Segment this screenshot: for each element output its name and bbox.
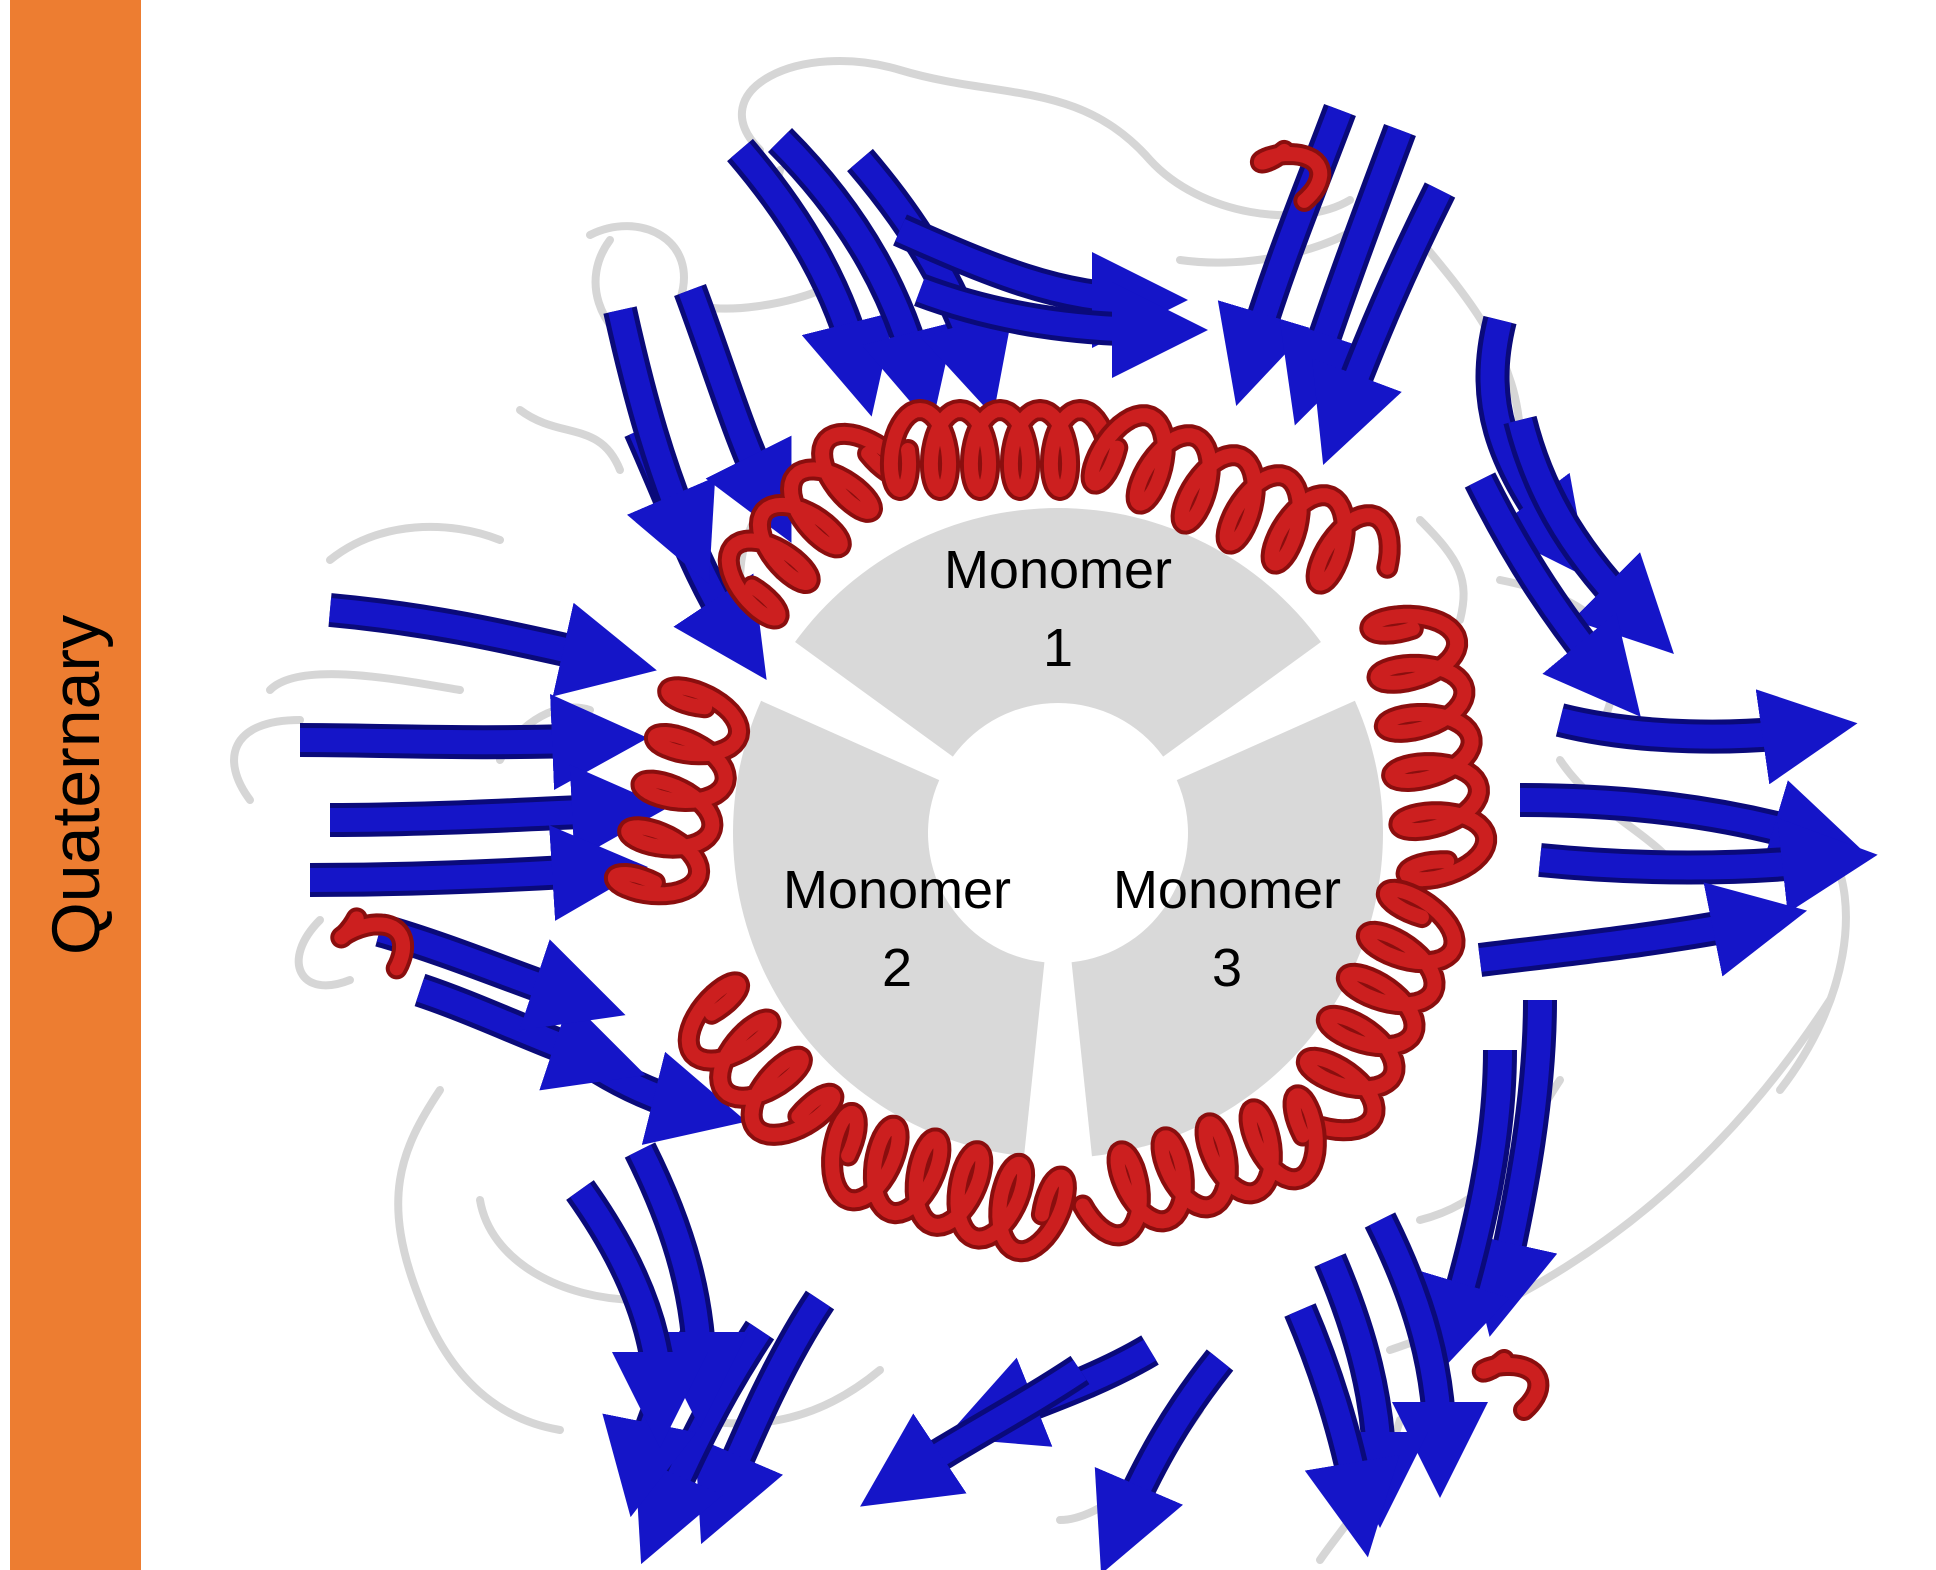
- beta-strand-17: [1417, 1049, 1512, 1376]
- monomer-1-label-line2: 1: [1043, 618, 1073, 678]
- monomer-2-label-line2: 2: [882, 938, 912, 998]
- monomer-1-label-line1: Monomer: [944, 540, 1172, 600]
- beta-strand-8: [1311, 184, 1451, 465]
- beta-strand-14: [1538, 817, 1878, 914]
- helix-2-shadow: [879, 399, 1119, 501]
- loop-20: [326, 522, 504, 564]
- helix-5: [1295, 878, 1466, 1142]
- beta-strand-35: [328, 598, 657, 697]
- loop-15: [476, 1196, 644, 1304]
- loop-1: [737, 57, 1354, 220]
- beta-strand-21: [1094, 1352, 1230, 1570]
- beta-strand-4: [895, 219, 1188, 348]
- beta-strand-18: [1369, 1214, 1488, 1498]
- beta-strand-27: [629, 1144, 748, 1428]
- loop-23: [1416, 516, 1468, 624]
- beta-strand-33: [329, 764, 668, 861]
- loop-16: [394, 1086, 564, 1434]
- monomer-3-segment: [1071, 700, 1383, 1157]
- helix-11: [330, 907, 415, 980]
- helix-1: [717, 422, 915, 630]
- helix-10: [1249, 139, 1332, 212]
- loop-21: [516, 406, 624, 474]
- monomer-1-segment: [795, 507, 1321, 757]
- beta-strand-16: [1463, 999, 1558, 1337]
- beta-sheets: [299, 104, 1878, 1570]
- helix-6-ribbon: [1075, 1088, 1323, 1243]
- helix-4: [1359, 604, 1498, 891]
- beta-strand-6: [1217, 105, 1352, 406]
- helix-3-ribbon: [1084, 408, 1397, 591]
- beta-strand-7: [1279, 125, 1412, 426]
- quaternary-level-bar: [10, 0, 141, 1570]
- loop-19: [266, 670, 464, 694]
- beta-strand-11: [1469, 474, 1641, 717]
- helix-3: [1080, 404, 1401, 595]
- monomer-3-label-line2: 3: [1212, 938, 1242, 998]
- helix-9: [603, 676, 751, 906]
- beta-strand-34: [309, 825, 648, 921]
- helix-10-ribbon: [1253, 143, 1328, 208]
- beta-strand-23: [860, 1360, 1087, 1507]
- helix-11-ribbon: [334, 911, 411, 976]
- helix-2-ribbon: [883, 403, 1115, 497]
- beta-strand-37: [608, 307, 716, 585]
- helix-7-ribbon: [825, 1106, 1073, 1259]
- monomer-ring-diagram: [732, 507, 1383, 1157]
- beta-strand-19: [1318, 1255, 1428, 1528]
- helix-6: [1071, 1084, 1327, 1247]
- helix-1-ribbon: [721, 426, 911, 626]
- beta-strand-30: [416, 978, 646, 1091]
- helix-9-ribbon: [607, 680, 747, 902]
- monomer-2-label-line1: Monomer: [783, 860, 1011, 920]
- helix-12-ribbon: [1475, 1353, 1546, 1417]
- helix-12: [1471, 1349, 1550, 1421]
- beta-strand-28: [570, 1183, 708, 1448]
- helix-8: [677, 971, 845, 1146]
- beta-strand-2: [771, 131, 955, 427]
- helix-7: [821, 1102, 1077, 1263]
- helix-4-ribbon: [1363, 608, 1494, 887]
- loop-18: [230, 716, 304, 804]
- loop-17: [294, 916, 354, 990]
- helix-2: [879, 399, 1119, 501]
- beta-strand-12: [1557, 689, 1858, 785]
- beta-strand-1: [730, 142, 895, 417]
- beta-strand-13: [1519, 780, 1866, 873]
- helix-8-ribbon: [681, 975, 841, 1142]
- beta-strand-24: [694, 1293, 830, 1545]
- beta-strand-10: [1508, 417, 1674, 654]
- beta-strand-3: [850, 152, 1013, 417]
- beta-strand-20: [1288, 1305, 1400, 1558]
- monomer-2-segment: [732, 700, 1045, 1157]
- beta-strand-5: [915, 278, 1208, 378]
- beta-strand-15: [1478, 882, 1808, 977]
- loop-3: [586, 222, 688, 304]
- monomer-3-label-line1: Monomer: [1113, 860, 1341, 920]
- alpha-helices: [330, 139, 1550, 1421]
- helix-5-ribbon: [1299, 882, 1462, 1138]
- beta-strand-32: [299, 694, 648, 790]
- beta-strand-38: [678, 285, 792, 543]
